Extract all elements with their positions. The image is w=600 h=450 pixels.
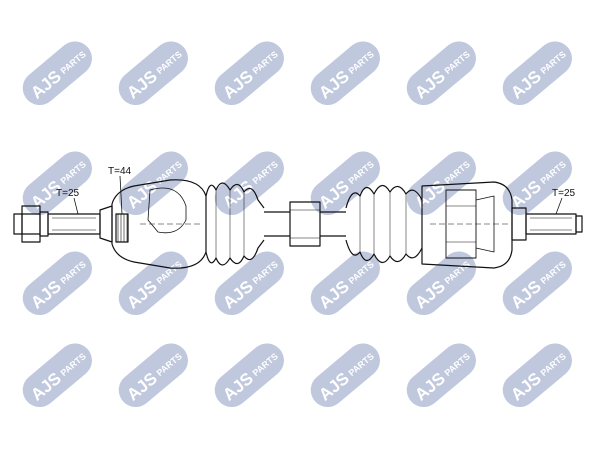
outer-spline	[47, 213, 101, 235]
inner-spline	[525, 213, 577, 235]
damper-weight	[289, 201, 321, 247]
abs-ring-leader	[119, 175, 123, 215]
outer-axle-stub	[13, 205, 113, 243]
axle-nut	[21, 205, 41, 243]
inner-boot	[345, 184, 423, 264]
inner-spline-leader	[555, 197, 563, 215]
outer-boot	[205, 182, 265, 266]
inner-axle-stub	[511, 207, 583, 241]
abs-ring-label: T=44	[108, 166, 132, 177]
main-shaft	[264, 201, 346, 247]
outer-cv-joint	[111, 179, 207, 269]
inner-cv-joint	[421, 181, 513, 269]
outer-spline-label: T=25	[56, 188, 80, 199]
inner-spline-label: T=25	[552, 188, 576, 199]
outer-spline-leader	[73, 197, 79, 215]
